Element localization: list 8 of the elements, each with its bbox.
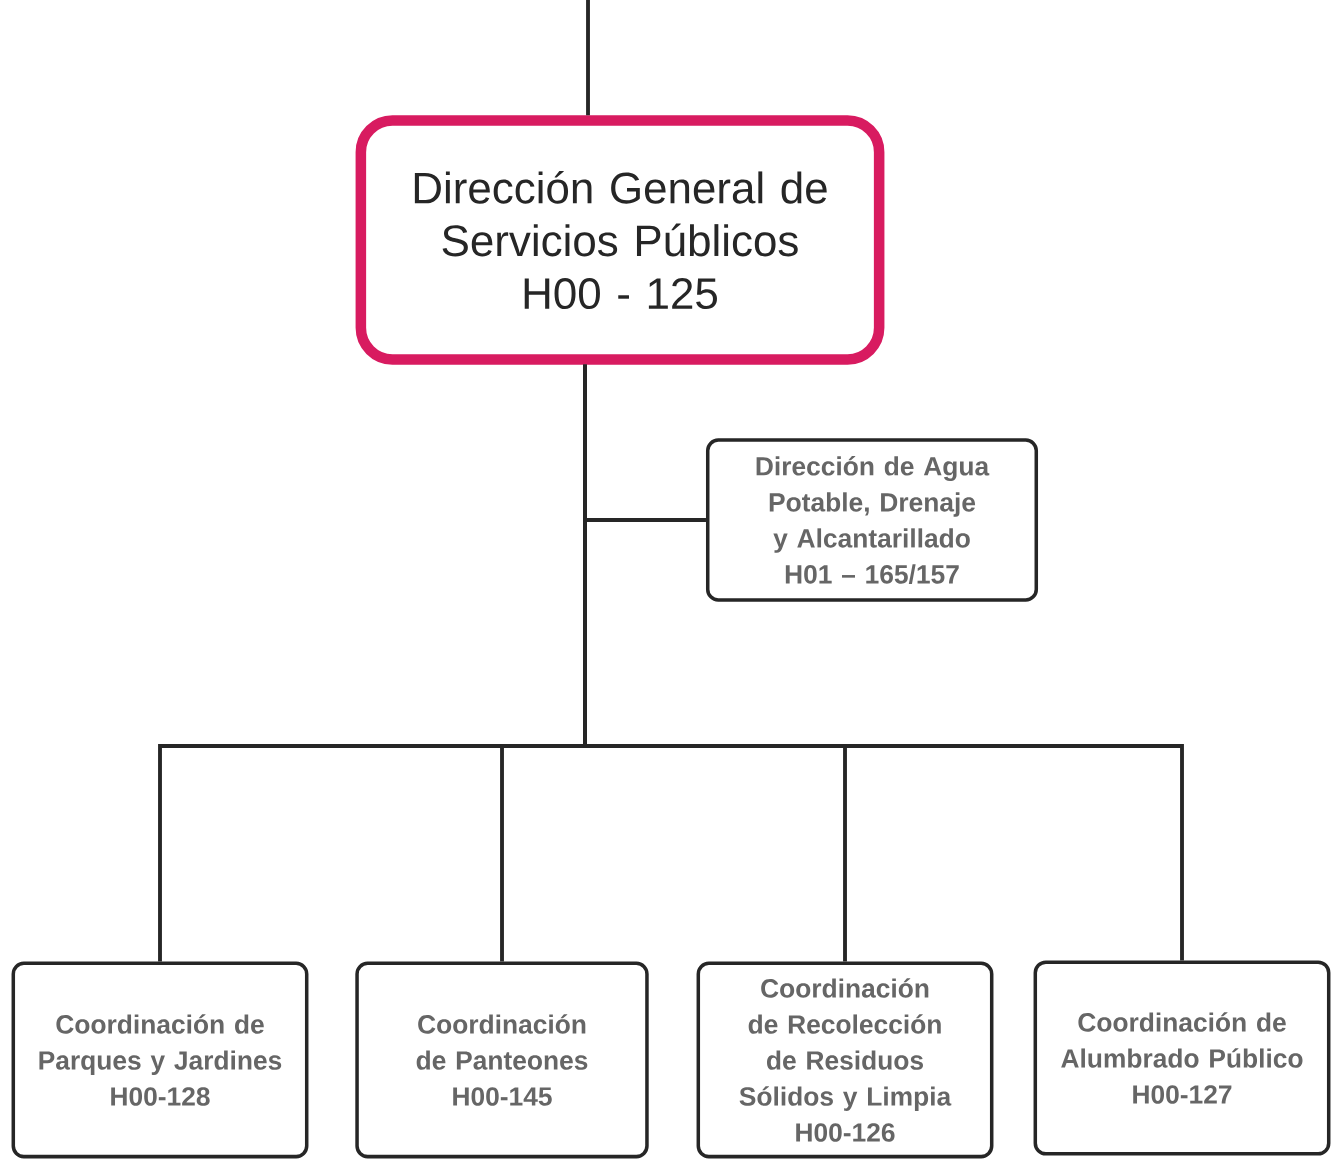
unit-box: Dirección de Agua Potable, Drenaje y Alcantarillado H01 – 165/157	[705, 438, 1039, 602]
connector-line	[586, 0, 590, 116]
unit-box: Coordinación de Recolección de Residuos Sólidos y Limpia H00-126	[696, 961, 994, 1159]
unit-box: Coordinación de Alumbrado Público H00-127	[1033, 960, 1331, 1156]
department-box: Dirección General de Servicios Públicos H00 - 125	[355, 115, 885, 365]
unit-box: Coordinación de Panteones H00-145	[355, 961, 649, 1159]
connector-line	[583, 364, 1184, 961]
unit-box: Coordinación de Parques y Jardines H00-128	[11, 961, 309, 1159]
